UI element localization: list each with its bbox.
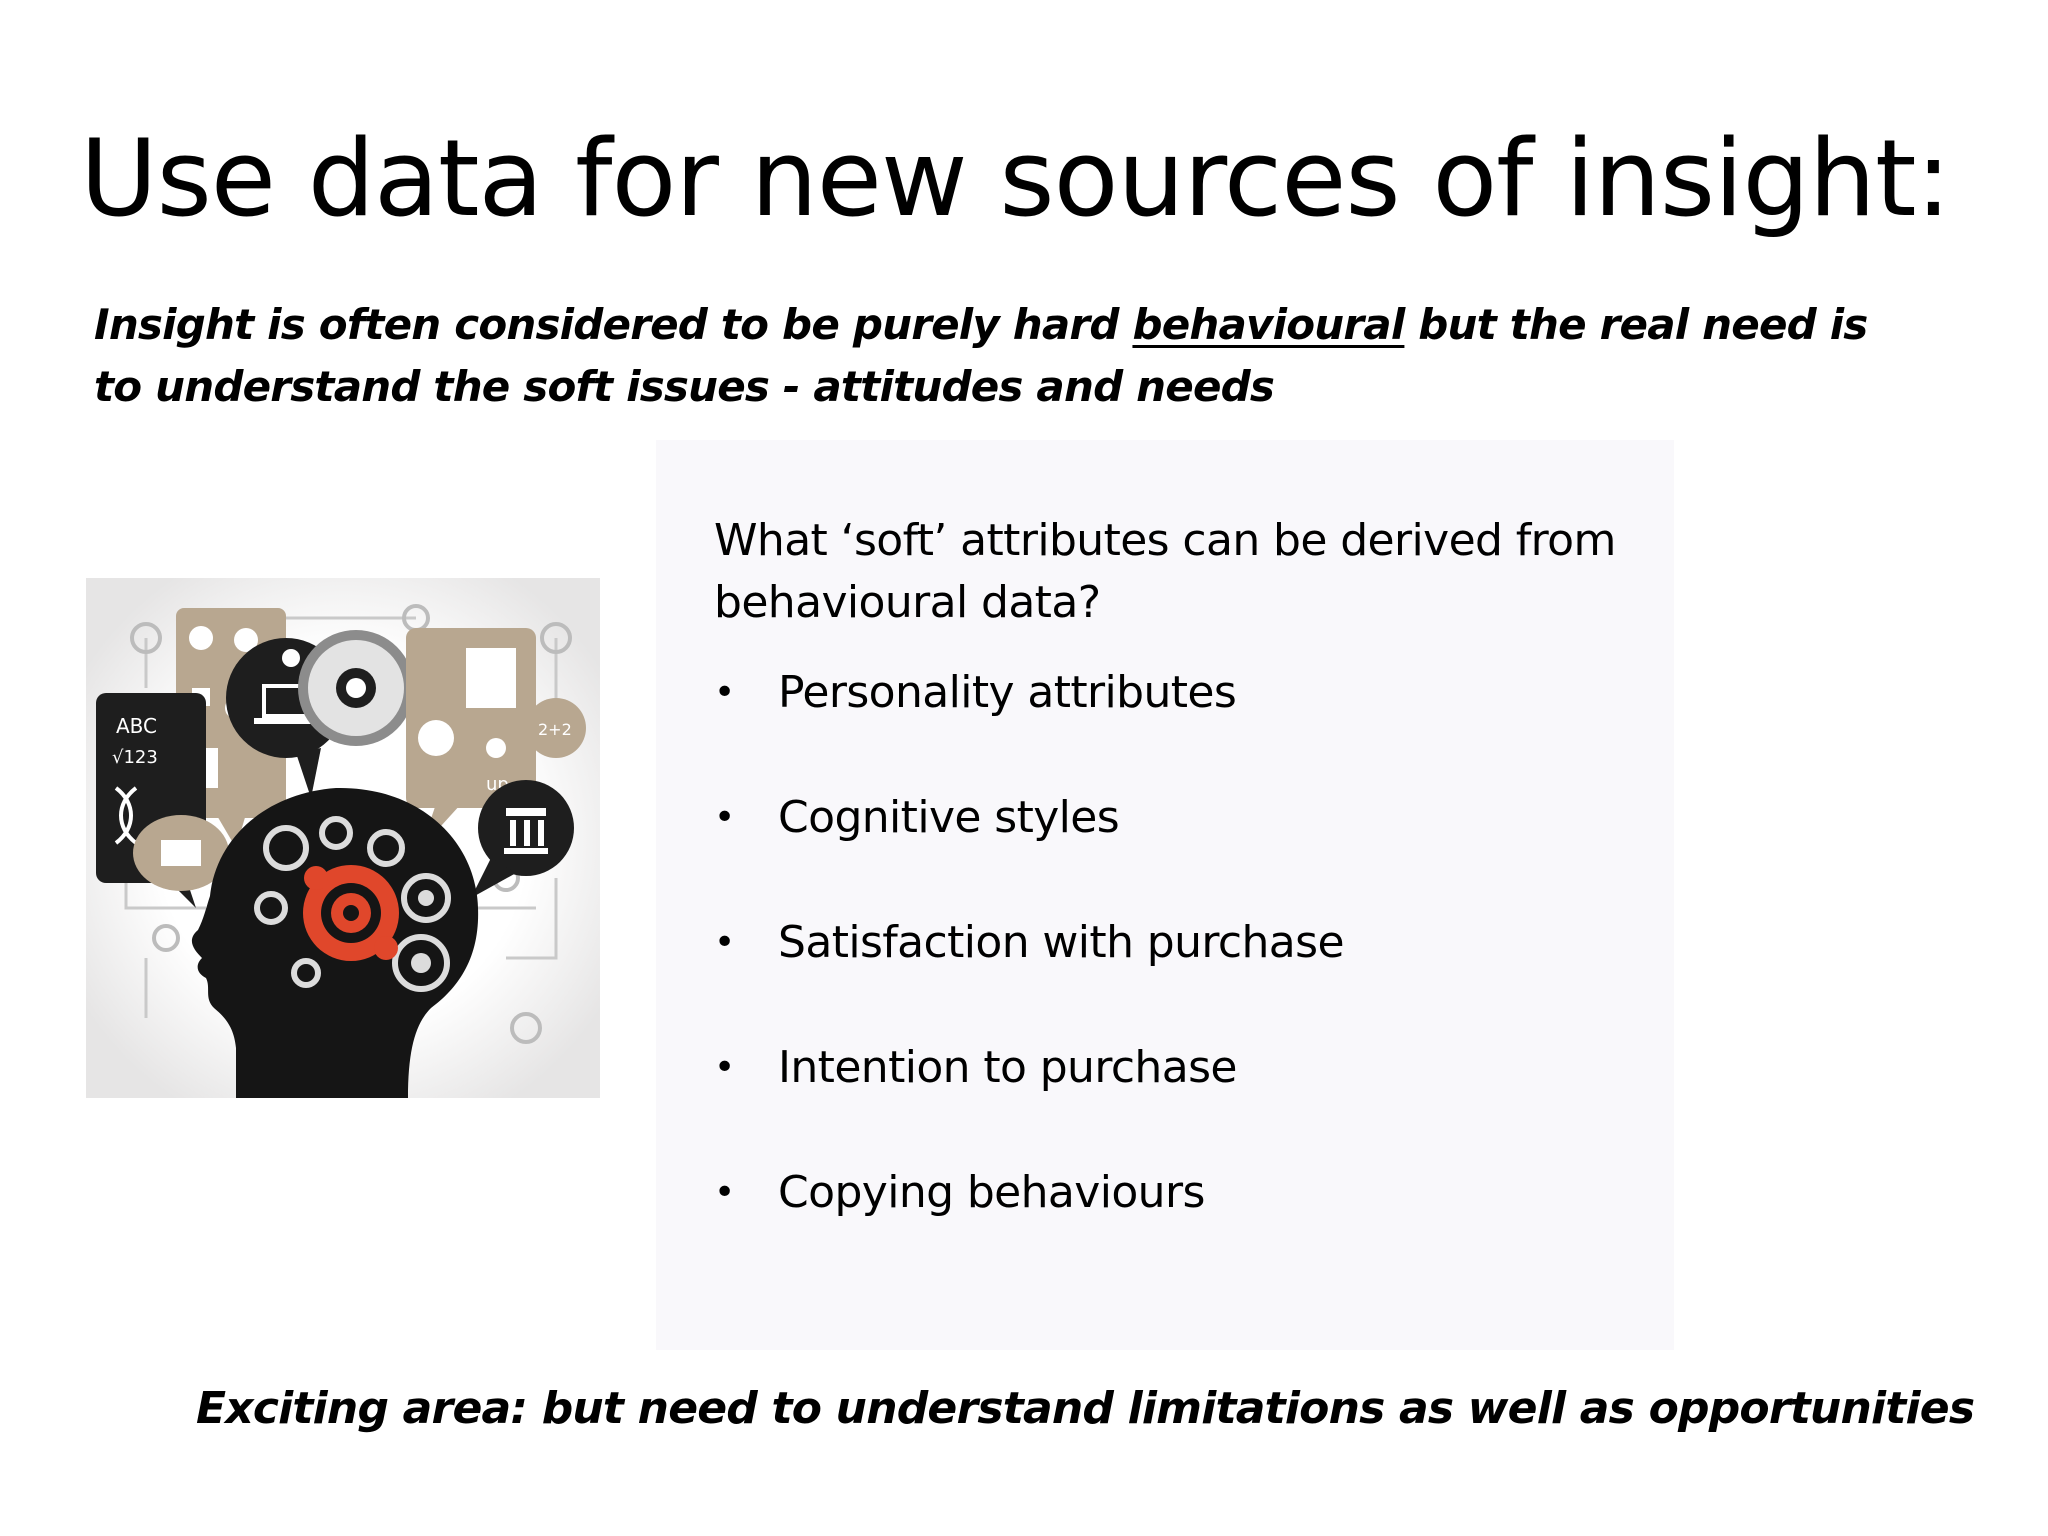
slide-title: Use data for new sources of insight: (80, 117, 1951, 240)
list-item-text: Personality attributes (778, 667, 1237, 718)
bullet-marker: • (714, 797, 735, 838)
bullet-marker: • (714, 922, 735, 963)
list-item: • Satisfaction with purchase (714, 912, 1644, 1037)
subtitle-text-before: Insight is often considered to be purely… (94, 300, 1133, 349)
abc-text: ABC (116, 714, 157, 738)
subtitle-underlined-word: behavioural (1132, 300, 1405, 349)
tan-speech-bubble-right: up (406, 628, 536, 848)
head-silhouette (191, 787, 479, 1098)
list-item-text: Intention to purchase (778, 1042, 1237, 1093)
list-item-text: Cognitive styles (778, 792, 1120, 843)
list-item: • Intention to purchase (714, 1037, 1644, 1162)
orange-gear (303, 865, 399, 961)
panel-question: What ‘soft’ attributes can be derived fr… (714, 515, 1616, 628)
attributes-list: • Personality attributes • Cognitive sty… (714, 662, 1644, 1287)
bullet-marker: • (714, 1172, 735, 1213)
list-item-text: Copying behaviours (778, 1167, 1205, 1218)
subtitle-text-after: but the real need is to understand the s… (94, 300, 1868, 411)
grey-gear (298, 630, 414, 746)
bullet-marker: • (714, 672, 735, 713)
list-item: • Cognitive styles (714, 787, 1644, 912)
head-with-gears-and-speech-bubbles-icon: ABC √123 up (86, 578, 600, 1098)
dark-speech-bubble-right (471, 780, 574, 898)
slide-subtitle: Insight is often considered to be purely… (94, 294, 1894, 418)
list-item: • Copying behaviours (714, 1162, 1644, 1287)
list-item: • Personality attributes (714, 662, 1644, 787)
list-item-text: Satisfaction with purchase (778, 917, 1345, 968)
attributes-panel: What ‘soft’ attributes can be derived fr… (656, 440, 1674, 1350)
two-plus-two-text: 2+2 (538, 720, 572, 739)
bullet-marker: • (714, 1047, 735, 1088)
tan-badge-right: 2+2 (526, 698, 586, 758)
tan-speech-bubble-lower (133, 815, 229, 891)
sqrt-text: √123 (112, 747, 158, 768)
slide-footer-note: Exciting area: but need to understand li… (196, 1383, 1975, 1434)
